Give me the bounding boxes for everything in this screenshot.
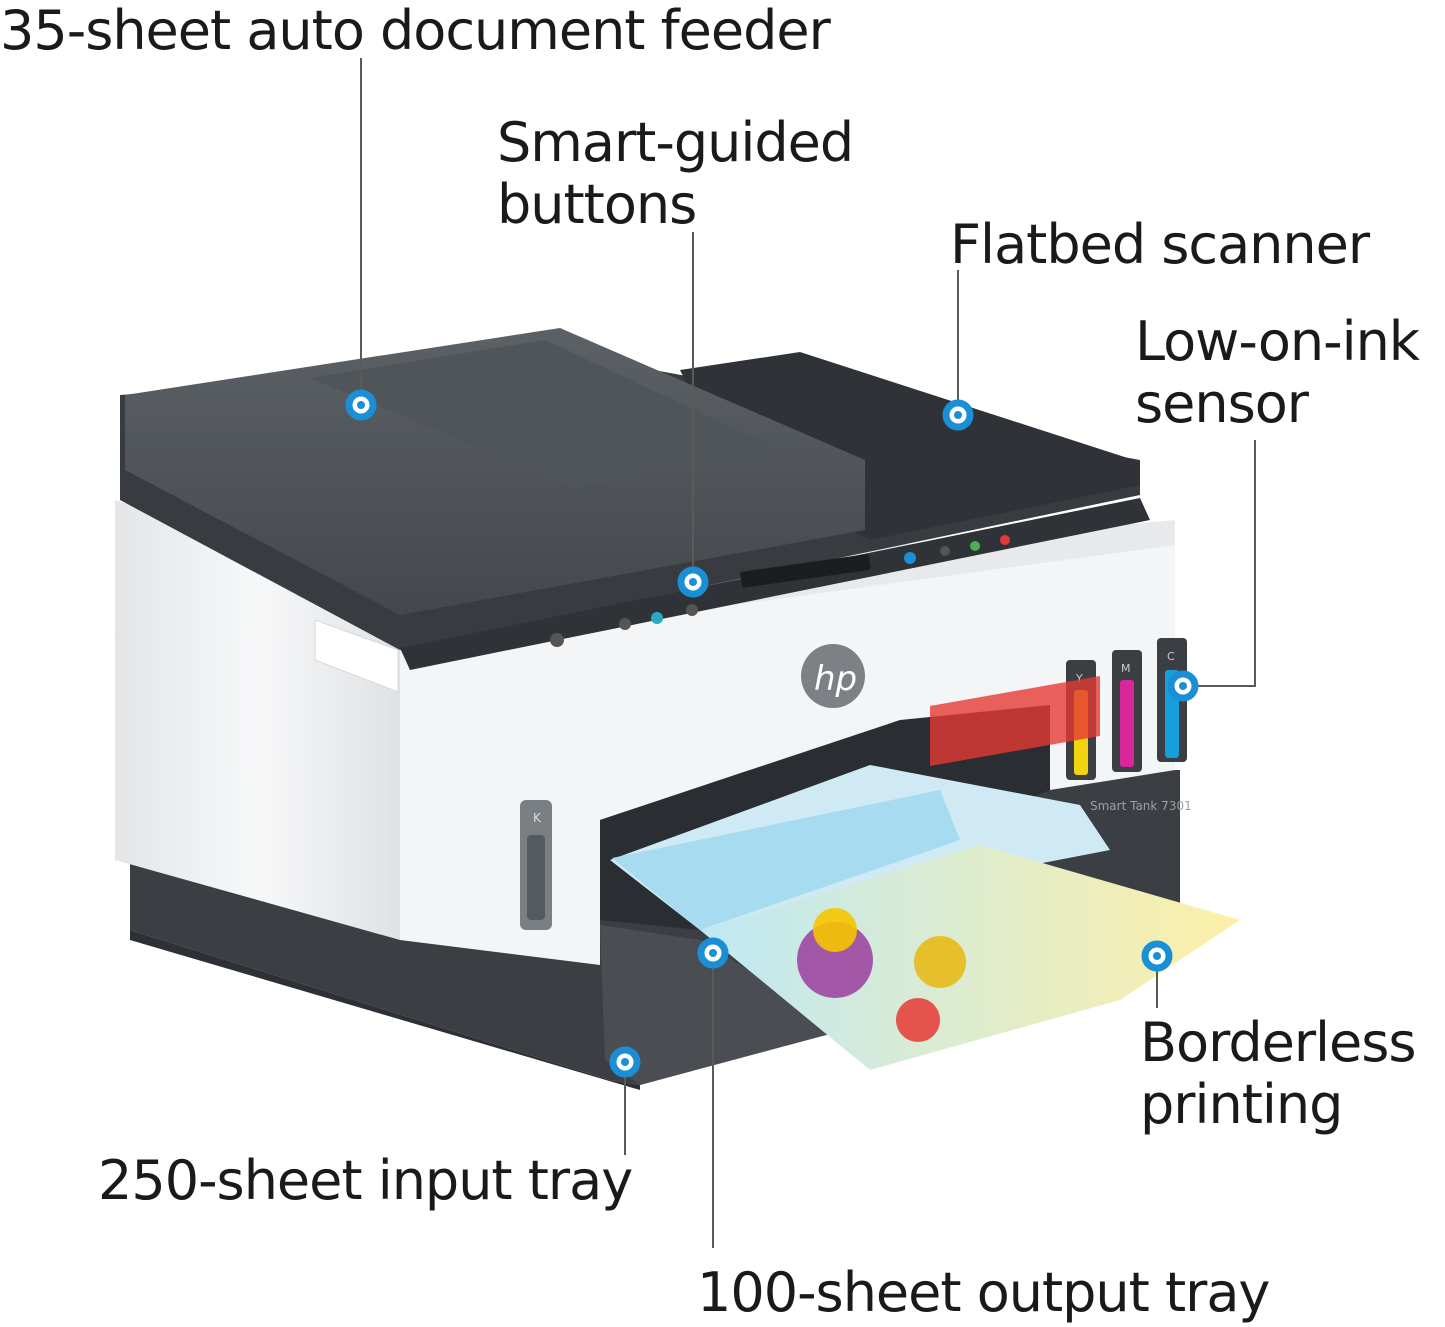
- panel-button[interactable]: [904, 552, 916, 564]
- document-feeder[interactable]: [125, 328, 865, 615]
- panel-button[interactable]: [686, 604, 698, 616]
- side-handle: [314, 619, 399, 693]
- control-panel: [400, 498, 1150, 670]
- output-tray: [600, 676, 1240, 1070]
- panel-button[interactable]: [1000, 535, 1010, 545]
- label-buttons: Smart-guided buttons: [497, 111, 854, 236]
- power-button[interactable]: [550, 633, 564, 647]
- hotspots: [345, 389, 1199, 1078]
- svg-text:Y: Y: [1075, 672, 1083, 685]
- leader-lines: [360, 58, 1256, 1248]
- label-adf: 35-sheet auto document feeder: [0, 0, 831, 62]
- input-tray[interactable]: [600, 925, 845, 1085]
- label-output-tray: 100-sheet output tray: [697, 1261, 1270, 1324]
- svg-text:M: M: [1121, 662, 1131, 675]
- scanner-lid: [120, 328, 1140, 650]
- label-borderless: Borderless printing: [1140, 1011, 1417, 1136]
- hotspot-buttons[interactable]: [677, 566, 709, 598]
- hotspot-borderless[interactable]: [1141, 940, 1173, 972]
- black-tank-letter: K: [533, 811, 542, 825]
- svg-text:C: C: [1167, 650, 1175, 663]
- hotspot-flatbed[interactable]: [942, 399, 974, 431]
- panel-button[interactable]: [651, 612, 663, 624]
- panel-button[interactable]: [619, 618, 631, 630]
- hotspot-ink-sensor[interactable]: [1167, 670, 1199, 702]
- hotspot-input-tray[interactable]: [609, 1046, 641, 1078]
- magenta-ink-level: [1120, 680, 1134, 767]
- panel-button[interactable]: [970, 541, 980, 551]
- printed-page-borderless: [700, 845, 1240, 1070]
- hotspot-adf[interactable]: [345, 389, 377, 421]
- hotspot-output-tray[interactable]: [697, 937, 729, 969]
- panel-button[interactable]: [940, 546, 950, 556]
- label-flatbed: Flatbed scanner: [950, 213, 1370, 276]
- model-name: Smart Tank 7301: [1090, 799, 1192, 813]
- svg-text:hp: hp: [814, 659, 857, 699]
- label-input-tray: 250-sheet input tray: [98, 1149, 633, 1212]
- hp-logo: hp: [801, 644, 865, 708]
- label-ink-sensor: Low-on-ink sensor: [1135, 310, 1420, 435]
- status-display: [740, 554, 871, 588]
